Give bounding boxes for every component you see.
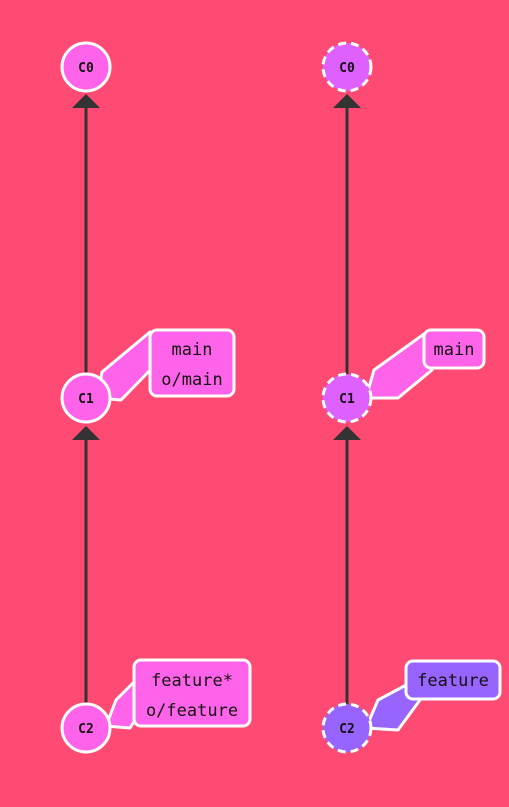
commit-label: C2 xyxy=(339,722,355,737)
commit-label: C0 xyxy=(78,61,94,76)
commit-node xyxy=(60,372,112,424)
branch-box xyxy=(404,659,502,701)
commit-label: C2 xyxy=(78,722,94,737)
branch-text: feature* xyxy=(151,671,233,691)
commit-c2[interactable]: C2 xyxy=(60,702,112,754)
commit-node xyxy=(321,41,373,93)
branch-text: feature xyxy=(417,671,489,691)
commit-label: C1 xyxy=(78,392,94,407)
left-tree: main o/main feature* o/feature C0 C1 C2 xyxy=(60,41,252,754)
commit-c1[interactable]: C1 xyxy=(60,372,112,424)
branch-text: main xyxy=(434,340,475,360)
commit-c2[interactable]: C2 xyxy=(321,702,373,754)
branch-label-feature[interactable]: feature xyxy=(404,659,502,701)
commit-c1[interactable]: C1 xyxy=(321,372,373,424)
edge-arrowhead xyxy=(72,94,100,108)
commit-node xyxy=(60,702,112,754)
branch-text: main xyxy=(172,340,213,360)
branch-text: o/main xyxy=(161,370,222,390)
edge-arrowhead xyxy=(333,426,361,440)
commit-node xyxy=(60,41,112,93)
branch-box xyxy=(422,328,486,370)
branch-arrow-main[interactable] xyxy=(364,332,434,400)
branch-box xyxy=(148,328,236,398)
commit-node xyxy=(321,372,373,424)
commit-c0[interactable]: C0 xyxy=(60,41,112,93)
commit-node xyxy=(321,702,373,754)
right-tree: main feature C0 C1 C2 xyxy=(321,41,502,754)
commit-c0[interactable]: C0 xyxy=(321,41,373,93)
edge-arrowhead xyxy=(72,426,100,440)
commit-label: C1 xyxy=(339,392,355,407)
branch-label-main[interactable]: main o/main xyxy=(148,328,236,398)
commit-label: C0 xyxy=(339,61,355,76)
edge-arrowhead xyxy=(333,94,361,108)
branch-label-main[interactable]: main xyxy=(422,328,486,370)
branch-box xyxy=(132,658,252,728)
branch-text: o/feature xyxy=(146,701,238,721)
branch-label-feature[interactable]: feature* o/feature xyxy=(132,658,252,728)
